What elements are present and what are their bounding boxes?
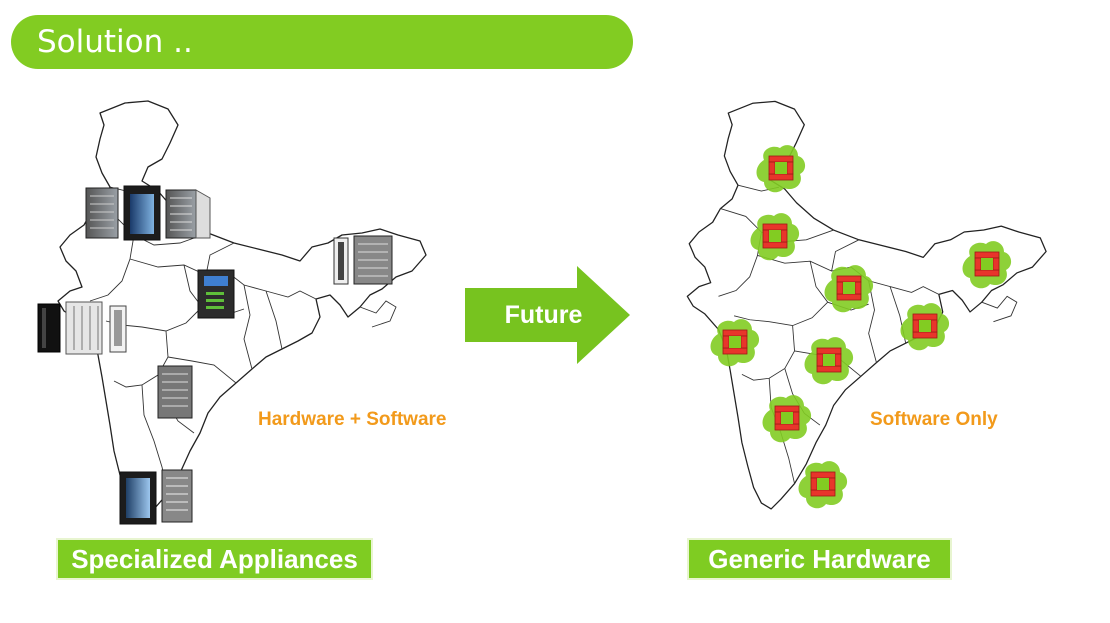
cloud-node-icon: [758, 390, 814, 446]
generic-hardware-badge: Generic Hardware: [687, 538, 952, 580]
cloud-node-icon: [746, 208, 802, 264]
cloud-node-icon: [800, 332, 856, 388]
cloud-node-icon: [752, 140, 808, 196]
server-rack-icon: [196, 268, 238, 320]
cloud-node-icon: [820, 260, 876, 316]
page-title: Solution ..: [37, 24, 193, 60]
specialized-appliances-badge: Specialized Appliances: [56, 538, 373, 580]
future-arrow: [465, 266, 630, 364]
title-bar: Solution ..: [11, 15, 633, 69]
future-label: Future: [504, 300, 583, 329]
software-only-caption: Software Only: [870, 409, 998, 430]
server-rack-icon: [118, 468, 196, 526]
server-rack-icon: [84, 184, 214, 242]
cloud-node-icon: [706, 314, 762, 370]
server-rack-icon: [36, 300, 132, 356]
cloud-node-icon: [794, 456, 850, 512]
hardware-software-caption: Hardware + Software: [258, 409, 447, 430]
server-rack-icon: [156, 364, 196, 420]
cloud-node-icon: [896, 298, 952, 354]
server-rack-icon: [332, 234, 396, 286]
cloud-node-icon: [958, 236, 1014, 292]
